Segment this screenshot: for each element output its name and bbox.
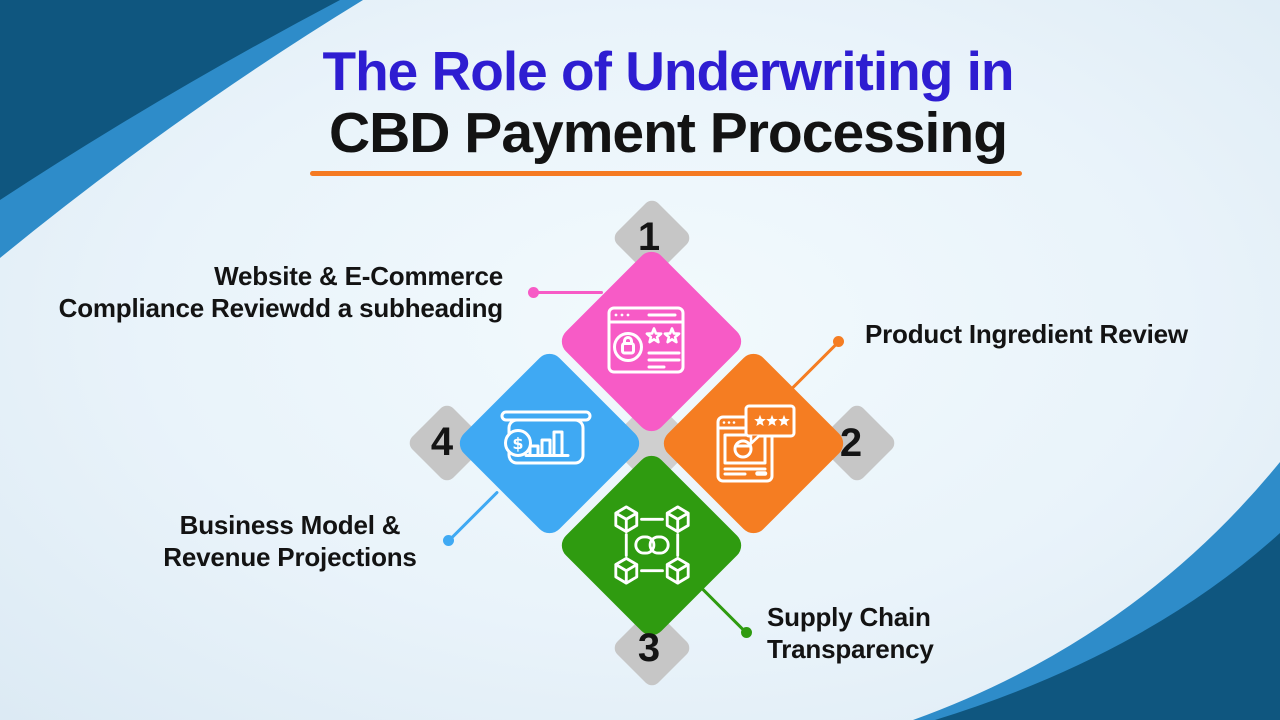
revenue-chart-presentation-icon: $: [500, 410, 592, 465]
step-number-1: 1: [637, 215, 661, 259]
top-left-dark-curve: [0, 0, 340, 200]
ecommerce-website-review-icon: [607, 306, 685, 374]
label-product-ingredient-line1: Product Ingredient Review: [865, 319, 1188, 349]
title-underline: [310, 171, 1022, 176]
label-supply-chain: Supply Chain Transparency: [767, 601, 934, 665]
step-number-4: 4: [430, 420, 454, 464]
connector-dot-3: [741, 627, 752, 638]
step-number-3: 3: [637, 626, 661, 670]
blockchain-supply-chain-icon: [614, 505, 690, 585]
product-rating-page-icon: [716, 404, 796, 483]
title-line2: CBD Payment Processing: [328, 101, 1008, 165]
title-block: The Role of Underwriting in CBD Payment …: [56, 40, 1280, 164]
label-business-model: Business Model & Revenue Projections: [140, 509, 440, 573]
step-number-2: 2: [839, 421, 863, 465]
title-line1: The Role of Underwriting in: [322, 40, 1014, 102]
label-website-compliance-line1: Website & E-Commerce: [214, 261, 503, 291]
label-business-model-line2: Revenue Projections: [163, 542, 417, 572]
label-product-ingredient: Product Ingredient Review: [865, 318, 1188, 350]
label-supply-chain-line2: Transparency: [767, 634, 934, 664]
connector-dot-1: [528, 287, 539, 298]
dollar-sign-glyph: $: [512, 434, 523, 453]
connector-dot-4: [443, 535, 454, 546]
bottom-right-dark-curve: [935, 533, 1280, 720]
label-business-model-line1: Business Model &: [179, 510, 401, 540]
label-website-compliance-line2: Compliance Reviewdd a subheading: [58, 293, 504, 323]
label-supply-chain-line1: Supply Chain: [767, 602, 931, 632]
connector-dot-2: [833, 336, 844, 347]
connector-line-1: [533, 291, 603, 294]
label-website-compliance: Website & E-Commerce Compliance Reviewdd…: [58, 260, 504, 324]
